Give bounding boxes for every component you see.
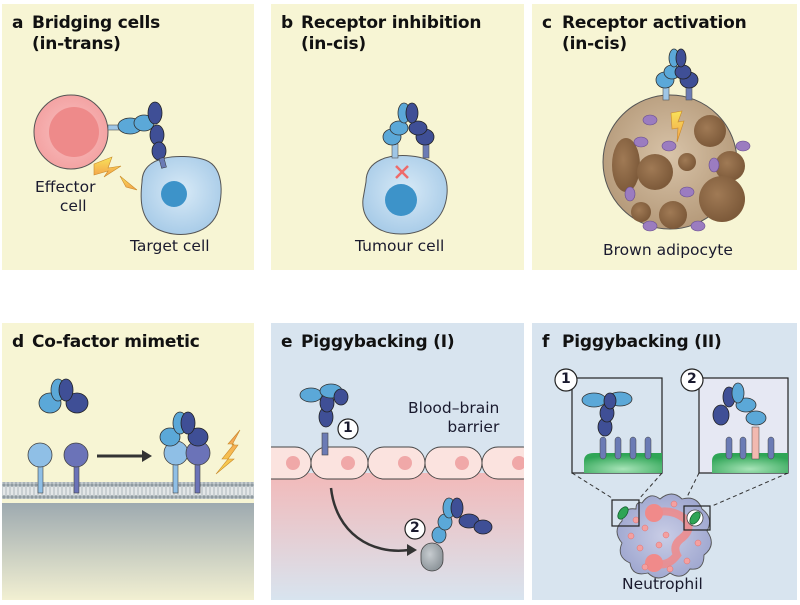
effector-cell (33, 94, 109, 170)
panel-b-illustration (362, 102, 448, 235)
effector-cell-label: Effector cell (35, 178, 96, 215)
panel-f-piggybacking-2: f Piggybacking (II) 1 2 Neutrophil (532, 323, 797, 600)
panel-letter: c (542, 13, 552, 33)
bacterium-1 (611, 499, 640, 527)
tumour-cell-label: Tumour cell (355, 237, 445, 255)
panel-letter: a (12, 13, 24, 33)
step-2-label: 2 (687, 371, 697, 387)
cell-membrane (2, 482, 254, 499)
receptor-pair-unbound (27, 442, 89, 494)
tumour-cell (362, 155, 448, 235)
panel-heading: Piggybacking (II) (562, 332, 722, 352)
brown-adipocyte (602, 94, 751, 232)
brown-adipocyte-label: Brown adipocyte (603, 241, 733, 259)
panel-f-title: f Piggybacking (II) (542, 332, 722, 353)
panel-b-receptor-inhibition: b Receptor inhibition (in-cis) Tumour cel… (271, 4, 524, 270)
antibody-icon (107, 101, 167, 169)
panel-b-title: b Receptor inhibition (in-cis) (281, 13, 481, 55)
panel-heading: Bridging cells (32, 13, 161, 33)
endothelial-cell-layer (271, 446, 524, 480)
target-cell (140, 155, 222, 235)
antibody-receptor-bound (299, 383, 349, 456)
panel-c-illustration (602, 48, 751, 232)
panel-f-illustration (554, 368, 789, 579)
step-1-label: 1 (561, 371, 571, 387)
panel-d-cofactor-mimetic: d Co-factor mimetic (2, 323, 254, 600)
receptor-pair-bound (159, 411, 211, 494)
step-1-badge (337, 418, 359, 440)
free-antibody-icon (38, 378, 89, 414)
inset-2 (698, 377, 789, 474)
panel-c-title: c Receptor activation (in-cis) (542, 13, 747, 55)
panel-a-title: a Bridging cells (in-trans) (12, 13, 160, 55)
panel-heading: Receptor activation (562, 13, 747, 33)
panel-a-bridging-cells: a Bridging cells (in-trans) Effector cell… (2, 4, 254, 270)
mitochondria (624, 114, 751, 232)
lipid-droplets (612, 115, 745, 229)
step-badges (554, 368, 704, 392)
target-cell-label: Target cell (130, 237, 210, 255)
panel-heading: Co-factor mimetic (32, 332, 200, 352)
transport-arrow (329, 487, 410, 552)
panel-letter: f (542, 332, 550, 352)
zoom-lines (571, 472, 789, 507)
target-protein (420, 542, 444, 572)
bacterium-2-phagocytosed (683, 505, 711, 531)
cytoplasm (2, 503, 254, 600)
lightning-icon (93, 156, 122, 178)
panel-d-title: d Co-factor mimetic (12, 332, 200, 353)
blood-brain-barrier-label: Blood–brain barrier (408, 399, 500, 436)
panel-letter: d (12, 332, 24, 352)
antibody-icon (382, 102, 435, 159)
step-1-label: 1 (343, 420, 353, 436)
neutrophil-label: Neutrophil (622, 575, 703, 593)
panel-subtitle: (in-cis) (562, 34, 627, 54)
panel-letter: e (281, 332, 293, 352)
antibody-icon (655, 48, 699, 101)
antibody-brain-bound (431, 497, 493, 544)
panel-heading: Piggybacking (I) (301, 332, 455, 352)
panel-d-illustration (2, 378, 254, 600)
neutrophil (616, 493, 712, 579)
step-2-label: 2 (410, 520, 420, 536)
panel-c-receptor-activation: c Receptor activation (in-cis) Brown adip… (532, 4, 797, 270)
panel-subtitle: (in-trans) (32, 34, 121, 54)
step-2-badge (404, 518, 426, 540)
arrow-icon (97, 450, 152, 462)
blood-region (271, 473, 524, 600)
lightning-icon (670, 110, 685, 143)
panel-heading: Receptor inhibition (301, 13, 482, 33)
panel-subtitle: (in-cis) (301, 34, 366, 54)
panel-e-illustration (271, 383, 524, 600)
panel-e-title: e Piggybacking (I) (281, 332, 455, 353)
inset-1 (571, 377, 663, 474)
panel-e-piggybacking-1: e Piggybacking (I) 1 2 Blood–brain barrie… (271, 323, 524, 600)
lightning-icon (215, 429, 241, 475)
inhibition-x-icon (395, 165, 409, 179)
panel-letter: b (281, 13, 293, 33)
panel-a-illustration (33, 94, 222, 235)
